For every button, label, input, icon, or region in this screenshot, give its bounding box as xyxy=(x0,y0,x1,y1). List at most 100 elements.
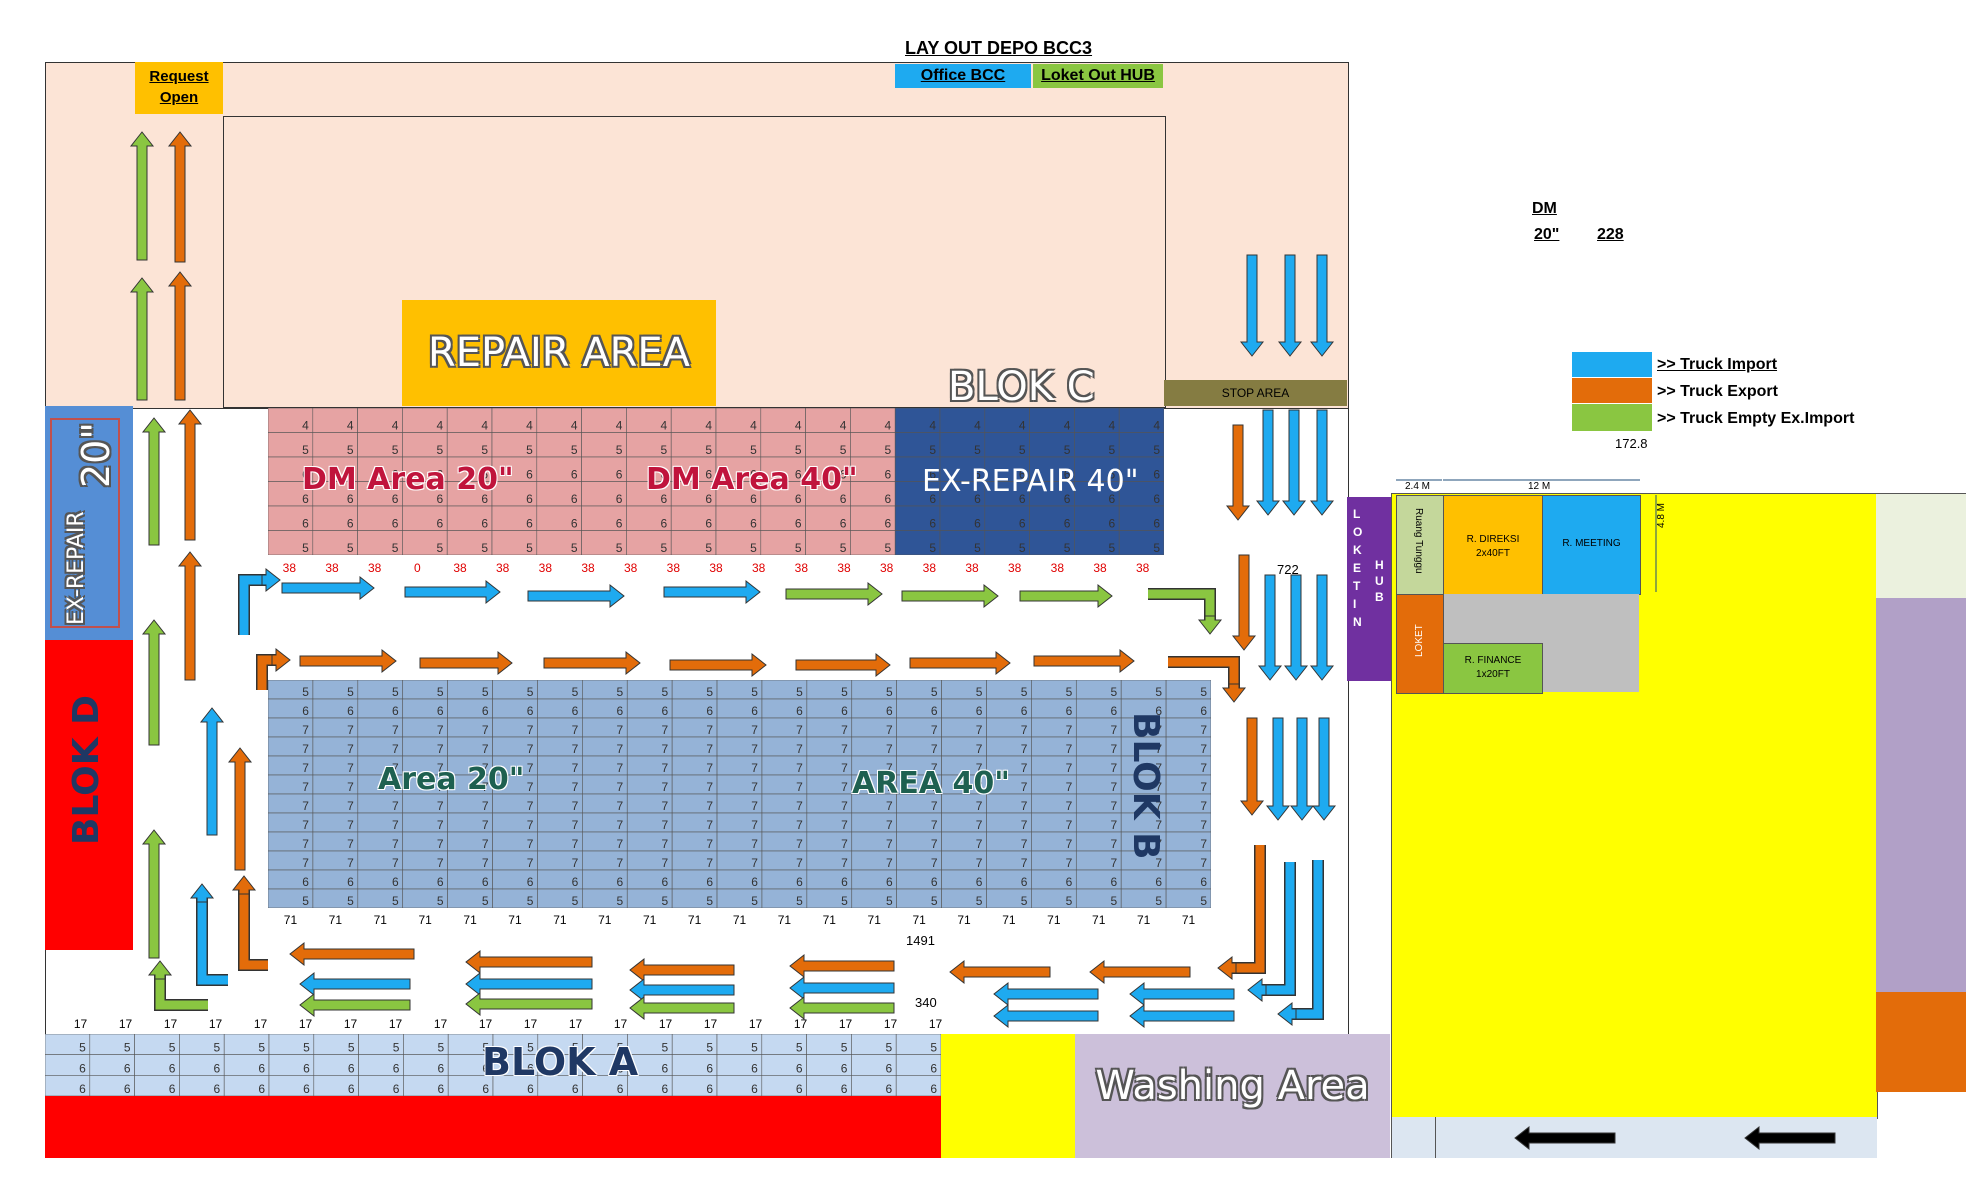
column-total: 38 xyxy=(923,561,937,575)
grid-cell-value: 6 xyxy=(705,468,712,482)
grid-cell-value: 5 xyxy=(214,1041,221,1055)
column-total: 17 xyxy=(794,1017,808,1031)
grid-cell-value: 6 xyxy=(481,492,488,506)
grid-cell-value: 7 xyxy=(931,742,938,756)
grid-cell-value: 6 xyxy=(617,1082,624,1096)
column-total: 17 xyxy=(299,1017,313,1031)
grid-cell-value: 6 xyxy=(929,492,936,506)
grid-cell-value: 7 xyxy=(796,837,803,851)
grid-cell-value: 5 xyxy=(303,1041,310,1055)
request-open-box: Request Open xyxy=(135,62,223,114)
grid-cell-value: 7 xyxy=(527,780,534,794)
grid-cell xyxy=(1118,505,1164,531)
grid-cell-value: 7 xyxy=(617,742,624,756)
grid-cell xyxy=(850,530,896,555)
column-total: 71 xyxy=(733,913,747,927)
grid-cell xyxy=(357,530,403,555)
grid-cell-value: 5 xyxy=(1019,443,1026,457)
grid-cell-value: 5 xyxy=(705,541,712,555)
grid-cell-value: 7 xyxy=(1111,799,1118,813)
grid-cell-value: 5 xyxy=(706,685,713,699)
grid-cell-value: 5 xyxy=(662,1041,669,1055)
grid-cell-value: 7 xyxy=(1200,856,1207,870)
grid-cell xyxy=(850,432,896,458)
grid-cell-value: 7 xyxy=(1111,856,1118,870)
grid-cell xyxy=(446,505,493,531)
grid-cell-value: 7 xyxy=(706,761,713,775)
grid-cell-value: 6 xyxy=(930,1061,937,1075)
grid-cell-value: 5 xyxy=(841,894,848,908)
column-total: 38 xyxy=(624,561,638,575)
grid-cell-value: 6 xyxy=(616,517,623,531)
loket-room: LOKET xyxy=(1396,594,1444,694)
grid-cell-value: 5 xyxy=(661,894,668,908)
grid-cell-value: 7 xyxy=(1066,856,1073,870)
hub-text: H U B xyxy=(1375,558,1384,604)
ex-repair-20-label: EX-REPAIR xyxy=(64,511,89,625)
grid-cell-value: 5 xyxy=(841,685,848,699)
grid-cell-value: 5 xyxy=(482,894,489,908)
grid-cell xyxy=(715,481,762,507)
grid-cell-value: 7 xyxy=(572,723,579,737)
grid-cell xyxy=(939,530,986,555)
grid-cell-value: 7 xyxy=(527,799,534,813)
grid-cell-value: 7 xyxy=(347,742,354,756)
washing-area: Washing Area xyxy=(1075,1034,1390,1158)
grid-cell-value: 5 xyxy=(526,443,533,457)
grid-cell-value: 7 xyxy=(841,742,848,756)
grid-cell-value: 7 xyxy=(706,780,713,794)
grid-cell-value: 6 xyxy=(1200,875,1207,889)
area-40-label: AREA 40" xyxy=(852,766,1010,801)
grid-cell-value: 7 xyxy=(886,818,893,832)
office-right-purple xyxy=(1876,598,1966,992)
grid-cell-value: 6 xyxy=(931,875,938,889)
grid-cell-value: 7 xyxy=(796,761,803,775)
grid-cell xyxy=(491,530,538,555)
grid-cell-value: 6 xyxy=(438,1061,445,1075)
grid-cell-value: 7 xyxy=(1021,723,1028,737)
column-total: 17 xyxy=(749,1017,763,1031)
grid-cell-value: 6 xyxy=(976,875,983,889)
grid-cell-value: 6 xyxy=(706,875,713,889)
grid-cell-value: 5 xyxy=(1109,443,1116,457)
grid-cell-value: 6 xyxy=(751,704,758,718)
grid-cell-value: 6 xyxy=(796,704,803,718)
grid-cell xyxy=(670,505,717,531)
grid-cell-value: 7 xyxy=(527,723,534,737)
column-total: 38 xyxy=(581,561,595,575)
grid-cell-value: 7 xyxy=(437,818,444,832)
grid-cell-value: 5 xyxy=(169,1041,176,1055)
blok-d-label: BLOK D xyxy=(66,694,107,845)
grid-cell-value: 5 xyxy=(974,541,981,555)
grid-cell xyxy=(805,481,851,507)
grid-cell-value: 5 xyxy=(617,1041,624,1055)
grid-cell-value: 7 xyxy=(1155,780,1162,794)
grid-cell xyxy=(1118,481,1164,507)
grid-cell-value: 7 xyxy=(706,856,713,870)
grid-cell-value: 7 xyxy=(841,856,848,870)
grid-cell-value: 7 xyxy=(796,723,803,737)
column-total: 17 xyxy=(434,1017,448,1031)
grid-cell-value: 5 xyxy=(886,1041,893,1055)
grid-cell-value: 6 xyxy=(437,468,444,482)
grid-cell-value: 5 xyxy=(929,541,936,555)
grid-cell-value: 5 xyxy=(302,894,309,908)
grid-cell-value: 5 xyxy=(931,685,938,699)
grid-cell-value: 5 xyxy=(661,443,668,457)
grid-cell-value: 7 xyxy=(841,780,848,794)
column-total: 38 xyxy=(1008,561,1022,575)
grid-cell-value: 7 xyxy=(482,742,489,756)
grid-cell-value: 5 xyxy=(392,894,399,908)
grid-cell-value: 6 xyxy=(258,1061,265,1075)
grid-cell-value: 5 xyxy=(751,685,758,699)
grid-cell xyxy=(268,456,314,482)
grid-cell xyxy=(312,456,358,482)
grid-cell-value: 6 xyxy=(1021,875,1028,889)
grid-cell-value: 7 xyxy=(392,742,399,756)
grid-cell xyxy=(446,530,493,555)
grid-cell-value: 6 xyxy=(482,1082,489,1096)
